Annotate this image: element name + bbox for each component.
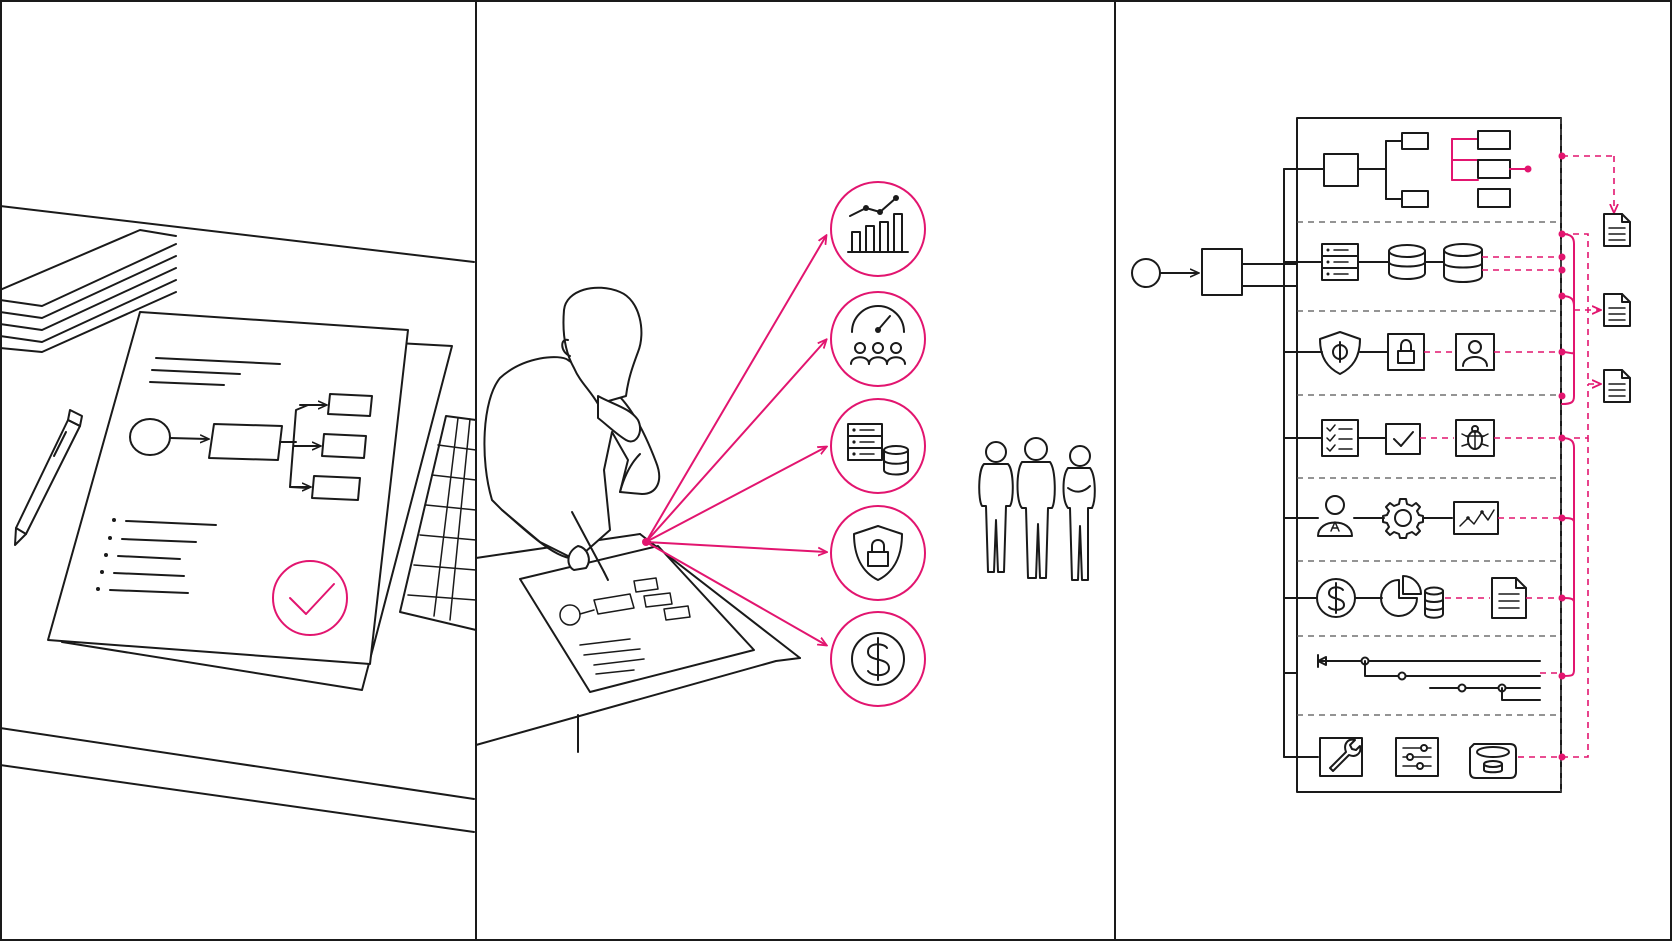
checkmark-icon [272,560,348,636]
grid-sheet-icon [399,415,477,631]
server-database-icon [830,398,926,494]
dollar-icon [830,611,926,707]
analysis-panel [475,181,1096,753]
thinking-person [483,286,661,581]
document-icon [1603,293,1631,327]
finance-row [1283,575,1562,619]
entry-node [1131,248,1297,296]
desk [0,205,475,833]
gear-icon [1382,498,1424,539]
lock-icon [1387,333,1425,371]
output-routing [1558,152,1615,761]
monitor-chart-icon [1453,501,1499,535]
check-icon [1385,423,1421,455]
box-icon [1323,153,1359,187]
data-row [1283,243,1562,283]
flowchart-document-icon [47,311,409,665]
drafting-table [475,533,801,753]
gauge-users-icon [830,291,926,387]
bar-chart-trend-icon [830,181,926,277]
shield-lock-icon [830,505,926,601]
operations-row [1283,495,1562,539]
structure-row [1283,130,1532,208]
storage-icon [1469,743,1517,779]
user-icon [1455,333,1495,371]
wrench-icon [1319,737,1363,777]
pen-icon [14,409,83,546]
tools-row [1283,737,1562,779]
server-icon [1321,243,1359,281]
checklist-icon [1321,419,1359,457]
timeline-icon [1317,654,1541,701]
lane-dividers [1297,118,1562,792]
tree-boxes-icon [1357,130,1532,208]
sliders-icon [1395,737,1439,777]
document-icon [1603,369,1631,403]
document-stack-icon [0,229,177,353]
pie-chart-icon [1380,575,1444,619]
swimlane-container [1296,117,1562,793]
timeline-row [1283,654,1562,701]
testing-row [1283,419,1562,457]
dollar-icon [1316,578,1356,618]
table-flowchart-sheet [519,545,755,693]
team-people-icon [978,437,1096,581]
document-icon [1603,213,1631,247]
security-row [1283,331,1562,375]
architecture-panel [1131,117,1631,793]
database-icon [1443,243,1483,283]
planning-panel [0,205,477,833]
output-documents [1603,213,1631,403]
shield-icon [1319,331,1361,375]
admin-user-icon [1317,495,1353,537]
analysis-arrows [642,236,826,645]
database-icon [1388,244,1426,280]
report-icon [1491,577,1527,619]
bug-icon [1455,419,1495,457]
